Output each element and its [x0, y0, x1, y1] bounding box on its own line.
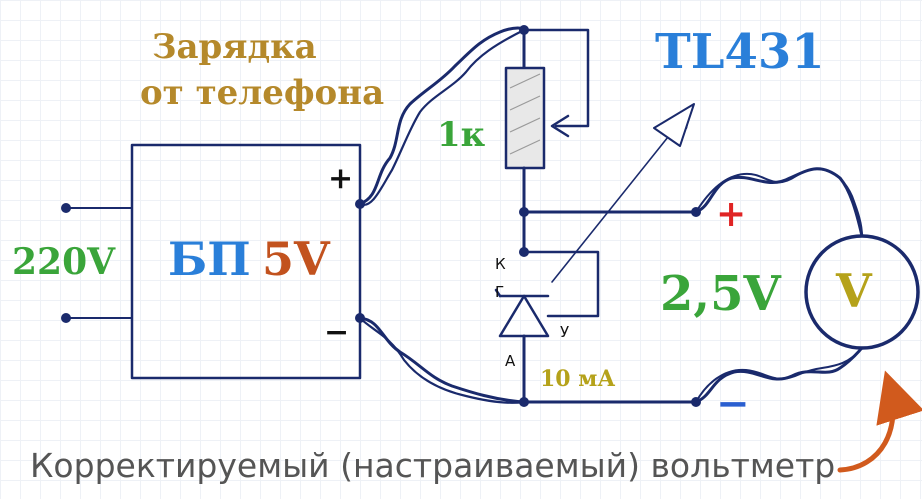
output-voltage-label: 2,5V	[660, 266, 781, 322]
wire-minus-to-voltmeter	[694, 346, 864, 404]
wire-minus-to-bottom-2	[358, 316, 526, 404]
node-bottom	[519, 397, 529, 407]
voltmeter-symbol: V	[836, 264, 872, 318]
wire-plus-to-voltmeter	[694, 167, 864, 238]
node-zener-top	[519, 247, 529, 257]
node-minus-psu	[355, 313, 365, 323]
tl431-gate-loop	[522, 250, 600, 318]
curved-arrow	[837, 370, 922, 473]
pin-control-label: У	[560, 323, 570, 341]
wire-plus-to-top	[358, 26, 526, 206]
title-line1: Зарядка	[152, 27, 317, 67]
resistor	[504, 66, 546, 170]
psu-voltage-label: 5V	[262, 232, 330, 286]
terminal-minus-sign: −	[716, 380, 750, 427]
adjust-arrowhead	[653, 103, 695, 147]
wiper-wire	[522, 28, 590, 128]
chip-label: TL431	[655, 24, 825, 80]
wire-minus-to-bottom	[358, 316, 526, 404]
node-input-top	[61, 203, 71, 213]
psu-box	[130, 143, 362, 380]
pin-anode-label: А	[505, 352, 516, 370]
pin-gate-label: Г	[495, 283, 505, 301]
input-voltage-label: 220V	[12, 241, 116, 283]
node-top	[519, 25, 529, 35]
wire-minus-to-voltmeter-2	[695, 347, 863, 403]
tl431-bar-hook	[494, 288, 502, 298]
adjust-arrow	[551, 112, 688, 283]
node-mid	[519, 207, 529, 217]
psu-label: БП	[168, 232, 251, 286]
node-input-bottom	[61, 313, 71, 323]
tl431-triangle	[498, 294, 550, 338]
node-out-minus	[691, 397, 701, 407]
wire-plus-to-top-2	[358, 28, 526, 206]
current-label: 10 мА	[540, 366, 616, 392]
resistor-label: 1к	[437, 115, 486, 155]
voltmeter-circle	[804, 234, 920, 350]
node-out-plus	[691, 207, 701, 217]
terminal-plus-sign: +	[716, 193, 747, 235]
wire-plus-to-voltmeter-2	[695, 168, 863, 237]
psu-plus-sign: +	[328, 161, 354, 196]
psu-minus-sign: −	[324, 315, 350, 350]
caption: Корректируемый (настраиваемый) вольтметр	[30, 446, 836, 485]
title-line2: от телефона	[140, 73, 385, 113]
wiper-arrow	[550, 114, 570, 138]
node-plus-psu	[355, 199, 365, 209]
pin-cathode-label: К	[495, 255, 506, 273]
